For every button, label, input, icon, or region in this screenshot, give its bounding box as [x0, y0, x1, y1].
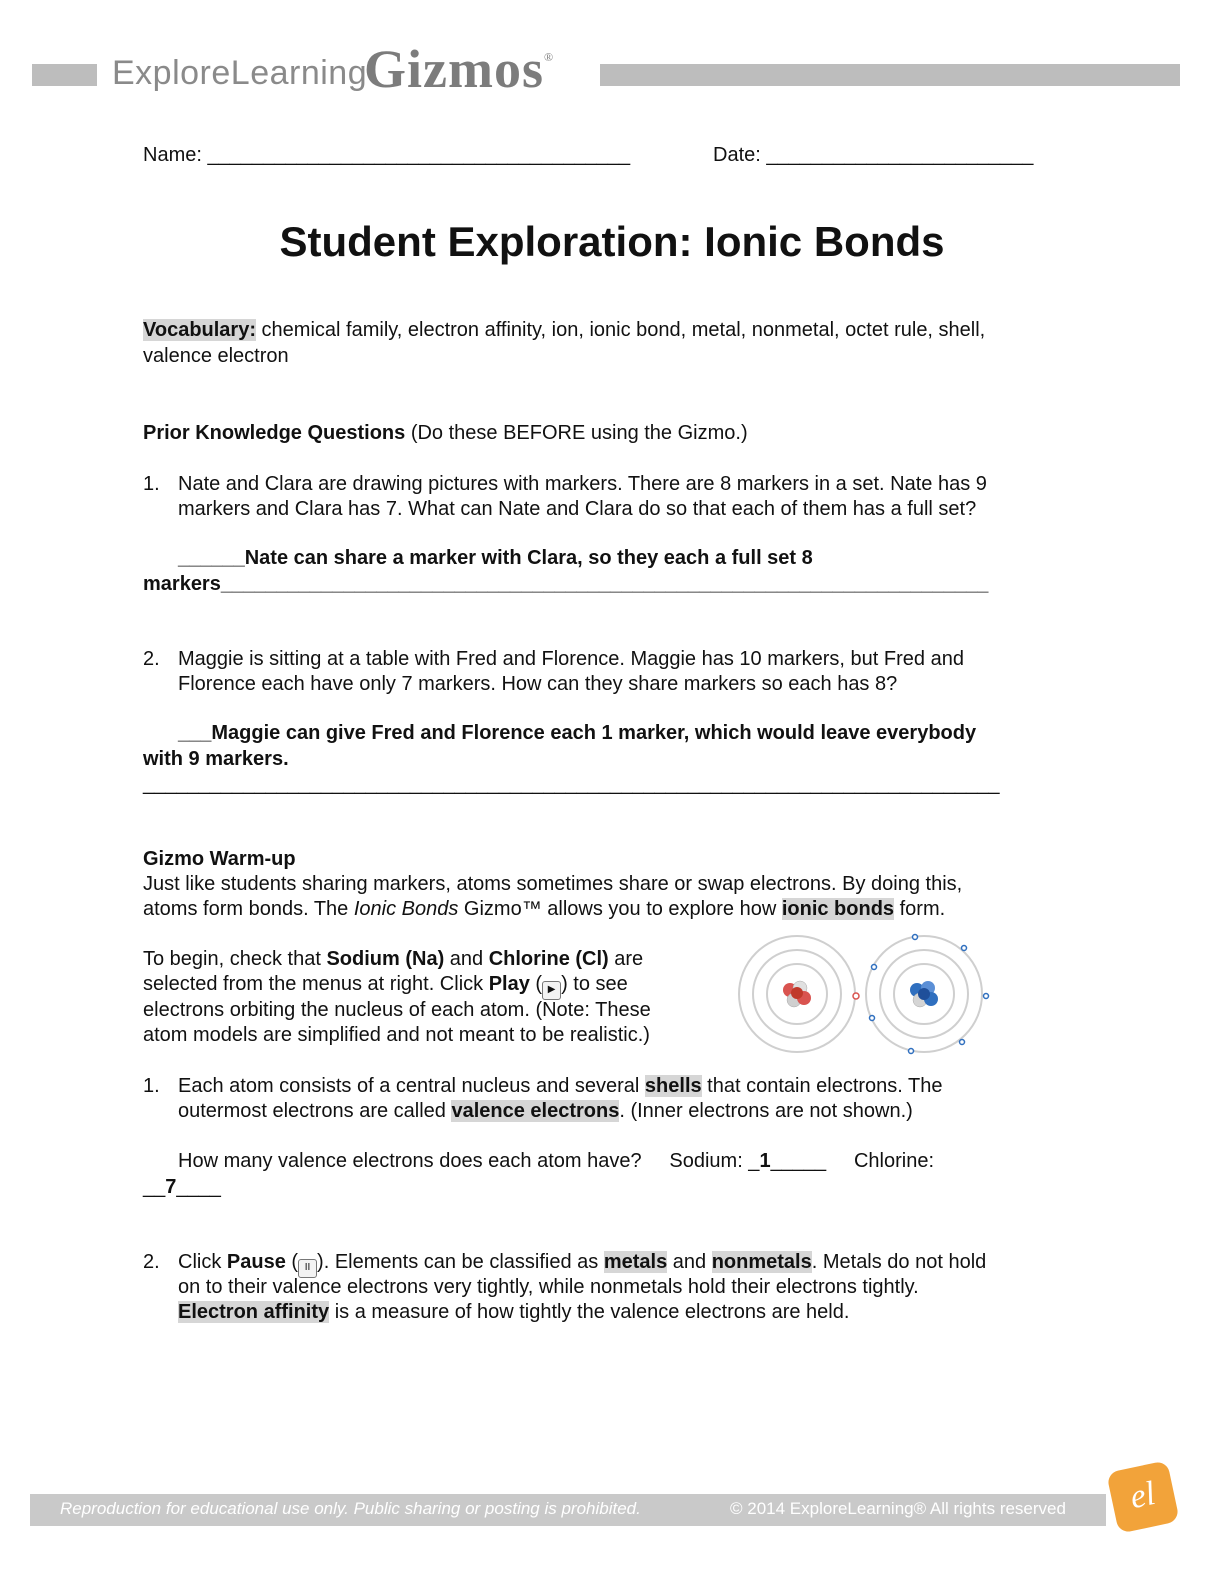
warmup-p1-line-1: Just like students sharing markers, atom… — [143, 873, 963, 895]
warmup-p2-line-2: selected from the menus at right. Click … — [143, 972, 628, 1000]
warmup-q1-line-2: outermost electrons are called valence e… — [178, 1100, 913, 1122]
pk-q2-line-1: Maggie is sitting at a table with Fred a… — [178, 648, 964, 670]
pk-q1-line-1: Nate and Clara are drawing pictures with… — [178, 473, 987, 495]
footer-reproduction-notice: Reproduction for educational use only. P… — [60, 1499, 641, 1518]
vocabulary-line-2: valence electron — [143, 345, 289, 367]
header-bar-left — [32, 64, 97, 86]
pk-a2-line-2: with 9 markers. — [143, 748, 289, 770]
vocabulary-label: Vocabulary: — [143, 319, 256, 341]
footer-copyright: © 2014 ExploreLearning® All rights reser… — [730, 1499, 1066, 1518]
warmup-q1-number: 1. — [143, 1075, 160, 1097]
warmup-q1-line-3: How many valence electrons does each ato… — [178, 1150, 934, 1172]
vocabulary-line-1: Vocabulary: chemical family, electron af… — [143, 319, 986, 341]
warmup-q2-line-2: on to their valence electrons very tight… — [178, 1276, 919, 1298]
page-title: Student Exploration: Ionic Bonds — [279, 218, 945, 265]
pk-q1-line-2: markers and Clara has 7. What can Nate a… — [178, 498, 977, 520]
brand-explorelearning: ExploreLearning — [112, 54, 368, 92]
sodium-atom — [738, 935, 860, 1053]
chlorine-atom — [865, 933, 990, 1055]
sodium-nucleus — [783, 980, 811, 1008]
pk-a2-line-1: ___Maggie can give Fred and Florence eac… — [178, 722, 977, 744]
pk-q2-line-2: Florence each have only 7 markers. How c… — [178, 673, 898, 695]
name-field: Name: __________________________________… — [143, 144, 631, 166]
pk-a1-line-2: markers_________________________________… — [143, 573, 989, 595]
sodium-answer: 1 — [759, 1150, 771, 1172]
header-bar-right — [600, 64, 1180, 86]
warmup-q2-line-3: Electron affinity is a measure of how ti… — [178, 1301, 850, 1323]
pause-icon: II — [298, 1259, 318, 1278]
atom-models-illustration — [738, 933, 990, 1055]
chlorine-nucleus — [910, 981, 938, 1008]
warmup-heading: Gizmo Warm-up — [143, 848, 296, 870]
prior-knowledge-heading: Prior Knowledge Questions (Do these BEFO… — [143, 422, 748, 444]
warmup-p2-line-3: electrons orbiting the nucleus of each a… — [143, 999, 651, 1021]
pk-q2-number: 2. — [143, 648, 160, 670]
brand-gizmos-logo: Gizmos® — [364, 39, 555, 99]
date-field: Date: ________________________ — [713, 144, 1034, 166]
warmup-q2-number: 2. — [143, 1251, 160, 1273]
sodium-valence-electron — [852, 992, 860, 1000]
warmup-p2-line-1: To begin, check that Sodium (Na) and Chl… — [143, 948, 644, 970]
warmup-p1-line-2: atoms form bonds. The Ionic Bonds Gizmo™… — [143, 898, 946, 920]
pk-q1-number: 1. — [143, 473, 160, 495]
play-icon: ▶ — [542, 981, 562, 1000]
warmup-p2-line-4: atom models are simplified and not meant… — [143, 1024, 650, 1046]
warmup-q2-line-1: Click Pause (II). Elements can be classi… — [178, 1250, 986, 1278]
chlorine-answer: 7 — [165, 1176, 177, 1198]
warmup-q1-line-4: __7____ — [143, 1176, 221, 1198]
pk-a2-line-3: ________________________________________… — [143, 773, 1000, 795]
warmup-q1-line-1: Each atom consists of a central nucleus … — [178, 1075, 943, 1097]
explorelearning-logo-icon: el — [1106, 1460, 1180, 1534]
chlorine-valence-electrons — [868, 933, 990, 1055]
footer-bar — [30, 1494, 1106, 1526]
pk-a1-line-1: ______Nate can share a marker with Clara… — [178, 547, 813, 569]
